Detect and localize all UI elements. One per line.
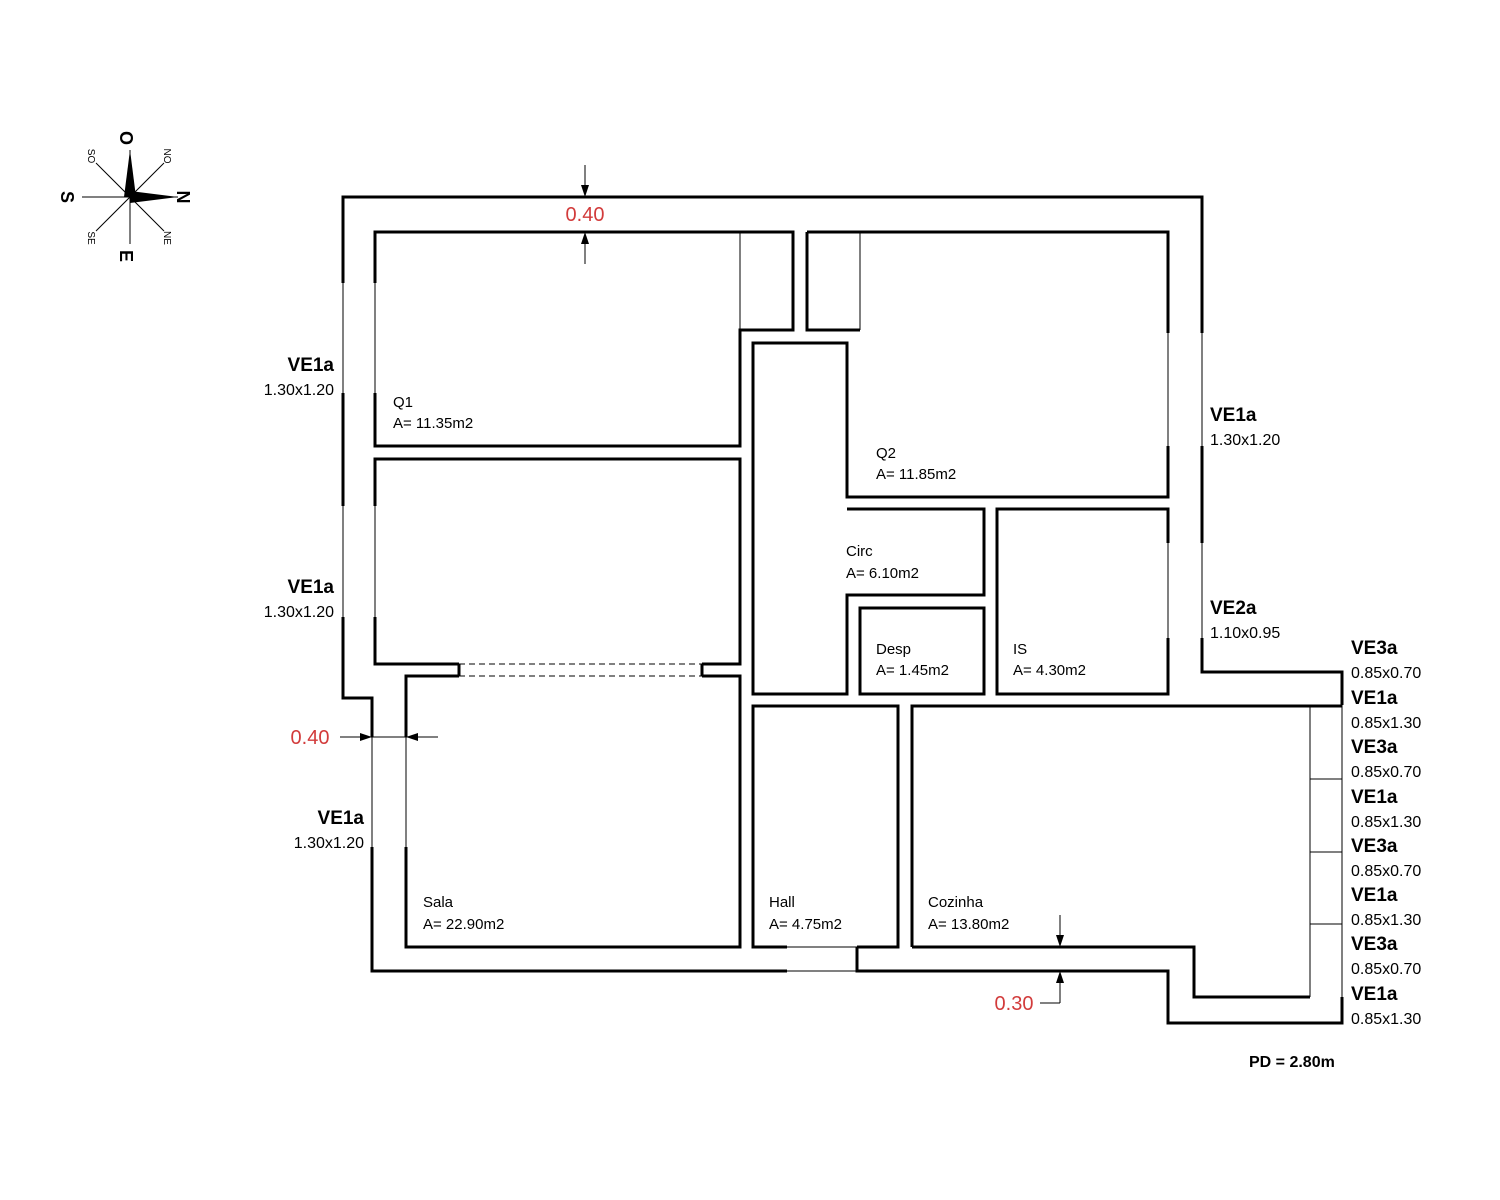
window-left-3-size: 1.30x1.20 — [294, 835, 364, 852]
room-desp: Desp A= 1.45m2 — [876, 641, 949, 679]
compass-southwest-label: SO — [85, 149, 96, 164]
window-label-left-2: VE1a 1.30x1.20 — [264, 577, 335, 621]
window-left-2-size: 1.30x1.20 — [264, 604, 334, 621]
room-q2-name: Q2 — [876, 445, 896, 462]
window-stack-size: 0.85x1.30 — [1351, 1011, 1421, 1028]
room-desp-name: Desp — [876, 641, 911, 658]
window-stack-code: VE1a — [1351, 984, 1398, 1005]
window-right-2-size: 1.10x0.95 — [1210, 625, 1280, 642]
ceiling-height-label: PD = 2.80m — [1249, 1054, 1335, 1071]
room-q1: Q1 A= 11.35m2 — [393, 394, 473, 432]
window-stack-size: 0.85x1.30 — [1351, 814, 1421, 831]
window-label-right-1: VE1a 1.30x1.20 — [1210, 405, 1280, 449]
room-hall-name: Hall — [769, 894, 795, 911]
room-q2-area: A= 11.85m2 — [876, 466, 956, 483]
room-sala: Sala A= 22.90m2 — [423, 894, 504, 933]
room-hall-area: A= 4.75m2 — [769, 916, 842, 933]
exterior-walls — [341, 195, 1344, 1025]
compass-northeast-label: NE — [161, 231, 172, 245]
window-left-2-code: VE1a — [288, 577, 335, 598]
room-desp-area: A= 1.45m2 — [876, 662, 949, 679]
dimension-left: 0.40 — [291, 727, 438, 749]
window-stack-code: VE1a — [1351, 885, 1398, 906]
room-circ: Circ A= 6.10m2 — [846, 543, 919, 582]
compass-east-label: E — [116, 250, 136, 262]
window-left-3-code: VE1a — [318, 808, 365, 829]
dimension-bottom: 0.30 — [995, 915, 1064, 1015]
window-right-2-code: VE2a — [1210, 598, 1257, 619]
room-is: IS A= 4.30m2 — [1013, 641, 1086, 679]
window-label-left-3: VE1a 1.30x1.20 — [294, 808, 365, 852]
room-hall: Hall A= 4.75m2 — [769, 894, 842, 933]
room-cozinha-area: A= 13.80m2 — [928, 916, 1009, 933]
room-q2: Q2 A= 11.85m2 — [876, 445, 956, 483]
window-stack-code: VE3a — [1351, 638, 1398, 659]
interior-walls — [373, 230, 1342, 999]
compass-southeast-label: SE — [85, 231, 96, 245]
window-stack-code: VE1a — [1351, 787, 1398, 808]
dimension-top: 0.40 — [566, 165, 605, 264]
window-label-stack: VE3a 0.85x0.70 VE1a 0.85x1.30 VE3a 0.85x… — [1351, 638, 1421, 1028]
room-sala-area: A= 22.90m2 — [423, 916, 504, 933]
window-stack-size: 0.85x0.70 — [1351, 863, 1421, 880]
room-circ-name: Circ — [846, 543, 873, 560]
window-right-1-code: VE1a — [1210, 405, 1257, 426]
window-stack-code: VE3a — [1351, 836, 1398, 857]
room-cozinha: Cozinha A= 13.80m2 — [928, 894, 1009, 933]
compass-west-label: O — [116, 131, 136, 145]
compass-rose: N S O E NO SO NE SE — [57, 131, 193, 262]
room-circ-area: A= 6.10m2 — [846, 565, 919, 582]
window-stack-code: VE1a — [1351, 688, 1398, 709]
room-sala-name: Sala — [423, 894, 454, 911]
room-q1-name: Q1 — [393, 394, 413, 411]
window-stack-code: VE3a — [1351, 737, 1398, 758]
room-cozinha-name: Cozinha — [928, 894, 984, 911]
window-label-right-2: VE2a 1.10x0.95 — [1210, 598, 1280, 642]
window-left-1-code: VE1a — [288, 355, 335, 376]
window-stack-size: 0.85x0.70 — [1351, 665, 1421, 682]
window-stack-size: 0.85x0.70 — [1351, 961, 1421, 978]
window-right-1-size: 1.30x1.20 — [1210, 432, 1280, 449]
window-stack-size: 0.85x0.70 — [1351, 764, 1421, 781]
window-stack-size: 0.85x1.30 — [1351, 912, 1421, 929]
dimension-left-label: 0.40 — [291, 727, 330, 749]
compass-northwest-label: NO — [161, 149, 172, 164]
window-stack-code: VE3a — [1351, 934, 1398, 955]
dimension-top-label: 0.40 — [566, 204, 605, 226]
compass-north-label: N — [173, 191, 193, 204]
window-left-1-size: 1.30x1.20 — [264, 382, 334, 399]
room-is-name: IS — [1013, 641, 1027, 658]
room-q1-area: A= 11.35m2 — [393, 415, 473, 432]
room-is-area: A= 4.30m2 — [1013, 662, 1086, 679]
window-stack-size: 0.85x1.30 — [1351, 715, 1421, 732]
window-label-left-1: VE1a 1.30x1.20 — [264, 355, 335, 399]
dimension-bottom-label: 0.30 — [995, 993, 1034, 1015]
compass-south-label: S — [57, 191, 77, 203]
